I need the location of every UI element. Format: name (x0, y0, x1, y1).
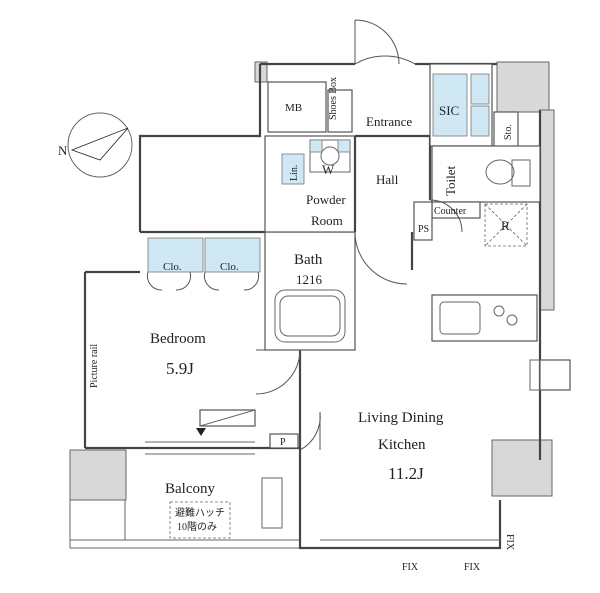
bath-size-label: 1216 (296, 272, 323, 287)
bedroom-label: Bedroom (150, 331, 206, 347)
w-label: W (322, 162, 335, 177)
ps-label: PS (418, 224, 429, 235)
toilet-label: Toilet (443, 165, 458, 196)
fix-label-2: FIX (464, 562, 481, 573)
bedroom-size-label: 5.9J (166, 359, 194, 378)
structural-walls (69, 61, 555, 501)
hall-label: Hall (376, 172, 399, 187)
room-labels: MB Shoes Box Entrance SIC Sto. W Lin. Ha… (89, 77, 515, 573)
lin-label: Lin. (289, 165, 300, 181)
refrigerator-label: R (501, 218, 510, 233)
mb-label: MB (285, 102, 302, 114)
fixtures (274, 139, 531, 343)
entrance-label: Entrance (366, 114, 412, 129)
bath-label: Bath (294, 252, 323, 268)
compass-label: N (58, 143, 68, 158)
closet-left-label: Clo. (163, 261, 182, 273)
ldk-size-label: 11.2J (388, 464, 424, 483)
ldk-label-1: Living Dining (358, 410, 444, 426)
hatch-label-2: 10階のみ (177, 521, 217, 533)
hatch-label-1: 避難ハッチ (175, 506, 225, 519)
fix-label-right: FIX (504, 534, 515, 551)
counter-label: Counter (434, 206, 467, 217)
evacuation-hatch (169, 501, 231, 539)
doors (255, 19, 463, 451)
fix-label-1: FIX (402, 562, 419, 573)
p-label: P (280, 437, 286, 448)
balcony-storage (261, 477, 283, 529)
compass: N (58, 112, 133, 178)
powder-room-label-2: Room (311, 213, 343, 228)
sto-label: Sto. (503, 124, 514, 140)
shoes-box-label: Shoes Box (328, 77, 339, 120)
picture-rail-label: Picture rail (89, 344, 100, 388)
closet-right-label: Clo. (220, 261, 239, 273)
entry-arrow-icon (196, 428, 206, 436)
sic-label: SIC (439, 103, 459, 118)
ldk-label-2: Kitchen (378, 437, 426, 453)
closet-units (146, 237, 261, 291)
balcony-label: Balcony (165, 481, 215, 497)
powder-room-label-1: Powder (306, 192, 346, 207)
